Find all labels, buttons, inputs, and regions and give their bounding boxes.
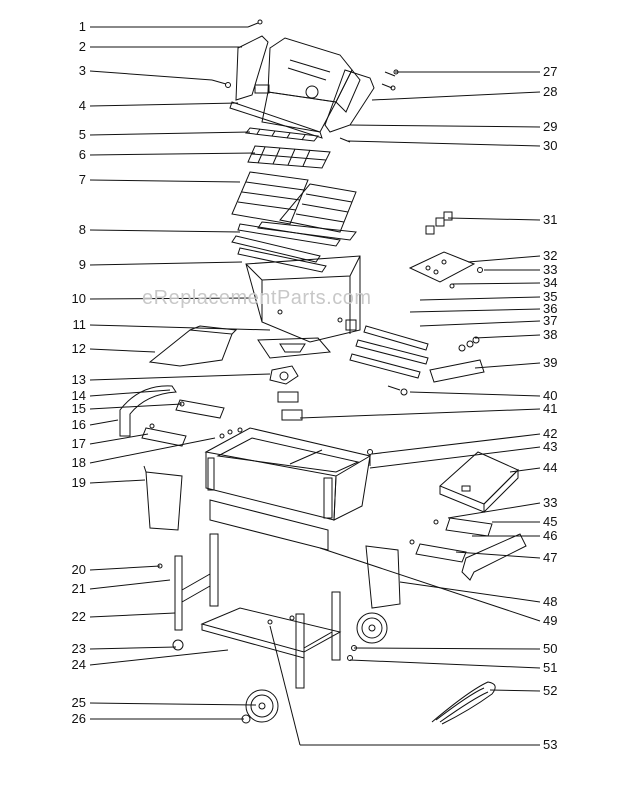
- callout-label: 10: [71, 291, 86, 306]
- watermark: eReplacementParts.com: [142, 287, 372, 309]
- callout-label: 35: [543, 289, 558, 304]
- callout-label: 8: [78, 222, 86, 237]
- part-13-igniter: [270, 366, 298, 384]
- callout-label: 33: [543, 495, 558, 510]
- callout-label: 52: [543, 683, 558, 698]
- callout-label: 19: [71, 475, 86, 490]
- part-53-bolts: [268, 616, 294, 624]
- part-14-17-handle-parts: [120, 386, 224, 446]
- callout-label: 38: [543, 327, 558, 342]
- part-6-grate: [248, 146, 330, 168]
- part-31-valve-knobs: [426, 212, 452, 234]
- part-42-43-screws: [368, 450, 373, 467]
- callout-label: 30: [543, 138, 558, 153]
- callout-label: 48: [543, 594, 558, 609]
- callout-label: 49: [543, 613, 558, 628]
- callout-label: 2: [78, 39, 86, 54]
- part-49-wheel: [357, 613, 387, 643]
- part-38-39-manifold: [388, 337, 484, 395]
- part-12-side-piece: [150, 326, 236, 366]
- callout-label: 22: [71, 609, 86, 624]
- part-20-22-leg: [158, 534, 218, 650]
- part-7-cooking-grates: [232, 172, 356, 232]
- part-35-37-burner-tubes: [346, 320, 428, 378]
- leader-lines-left: [90, 27, 270, 719]
- part-19-panel: [144, 466, 182, 530]
- callout-label: 25: [71, 695, 86, 710]
- part-8-flavorizer-bars: [238, 222, 356, 246]
- callout-label: 43: [543, 439, 558, 454]
- callout-label: 39: [543, 355, 558, 370]
- callout-label: 24: [71, 657, 86, 672]
- callout-label: 44: [543, 460, 558, 475]
- callout-label: 28: [543, 84, 558, 99]
- callout-label: 1: [78, 19, 86, 34]
- callout-label: 41: [543, 401, 558, 416]
- callout-label: 45: [543, 514, 558, 529]
- callout-label: 17: [71, 436, 86, 451]
- callout-label: 32: [543, 248, 558, 263]
- callout-label: 36: [543, 301, 558, 316]
- callout-label: 12: [71, 341, 86, 356]
- part-1-screw: [248, 20, 262, 27]
- callout-label: 11: [72, 317, 87, 332]
- callout-label: 16: [71, 417, 86, 432]
- callout-label: 46: [543, 528, 558, 543]
- part-52-hose: [432, 682, 495, 724]
- callout-label: 3: [78, 63, 86, 78]
- part-11-catch-pan: [258, 338, 330, 358]
- part-2-4-lid-assembly: [212, 36, 398, 142]
- callout-label: 47: [543, 550, 558, 565]
- leader-lines-right: [270, 72, 540, 745]
- callout-label: 13: [71, 372, 86, 387]
- callout-label: 31: [543, 212, 558, 227]
- callout-label: 23: [71, 641, 86, 656]
- callout-label: 50: [543, 641, 558, 656]
- callout-label: 37: [543, 313, 558, 328]
- part-40-41-small-parts: [278, 392, 302, 420]
- part-50-nuts: [348, 646, 357, 661]
- callout-label: 20: [71, 562, 86, 577]
- callout-label: 5: [78, 127, 86, 142]
- part-5-warming-rack: [246, 128, 318, 141]
- callout-label: 21: [71, 581, 86, 596]
- callout-label: 29: [543, 119, 558, 134]
- part-44-side-table: [440, 452, 518, 512]
- callout-label: 34: [543, 275, 558, 290]
- callout-label: 18: [71, 455, 86, 470]
- callout-label: 53: [543, 737, 558, 752]
- callout-label: 51: [543, 660, 558, 675]
- callout-label: 14: [71, 388, 86, 403]
- callout-label: 4: [78, 98, 86, 113]
- callout-label: 6: [78, 147, 86, 162]
- callout-label: 40: [543, 388, 558, 403]
- part-9-flavorizer-bars: [232, 236, 326, 272]
- callout-label: 33: [543, 262, 558, 277]
- callout-label: 42: [543, 426, 558, 441]
- part-32-control-panel: [410, 252, 483, 288]
- part-45-47-handle: [410, 518, 526, 580]
- part-frame: [206, 428, 370, 550]
- part-48-panel: [366, 546, 400, 608]
- callout-label: 27: [543, 64, 558, 79]
- part-right-leg: [296, 592, 340, 688]
- callout-label: 15: [71, 401, 86, 416]
- callout-label: 9: [78, 257, 86, 272]
- callout-label: 7: [78, 172, 86, 187]
- part-10-cookbox: [246, 256, 360, 342]
- part-18-screws: [220, 428, 242, 438]
- callout-label: 26: [71, 711, 86, 726]
- part-25-wheel: [242, 690, 278, 723]
